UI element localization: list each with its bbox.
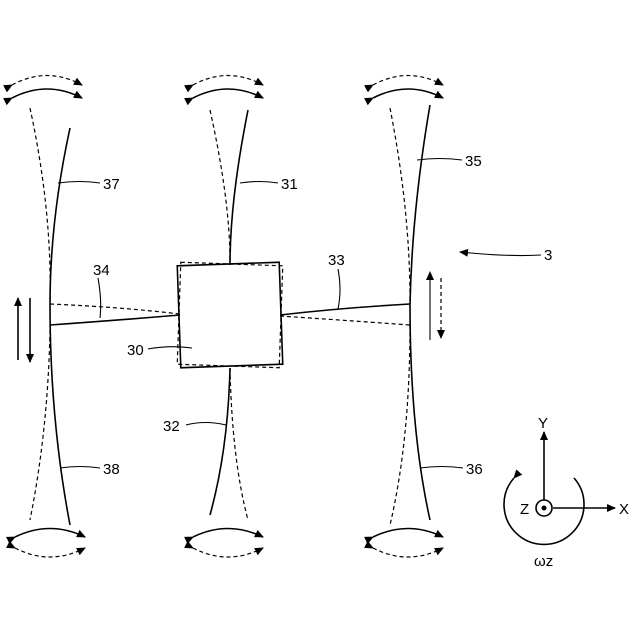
label-30: 30: [127, 342, 144, 359]
beam-upper-center-solid: [230, 110, 248, 265]
label-35: 35: [465, 153, 482, 170]
leader-38: [60, 467, 100, 469]
coordinate-axes: Y X Z ωz: [504, 415, 629, 570]
spring-upper-left-solid: [50, 128, 70, 305]
beam-left-solid: [50, 315, 180, 325]
mass-dashed: [177, 262, 282, 367]
leader-3: [460, 252, 541, 256]
beam-left-dashed: [50, 304, 180, 314]
label-31: 31: [281, 176, 298, 193]
label-3: 3: [544, 247, 552, 264]
arrow-bottom-left-dashed: [15, 548, 85, 557]
arrow-bottom-center-dashed: [193, 548, 263, 557]
arrow-bottom-center-solid: [193, 529, 263, 538]
spring-lower-left-solid: [50, 305, 70, 525]
arrow-top-left-dashed: [12, 76, 82, 86]
mass-solid: [177, 262, 282, 367]
vertical-arrows: [18, 272, 441, 362]
spring-upper-left-dashed: [30, 108, 50, 300]
central-mass: [177, 262, 282, 367]
spring-lower-left-dashed: [30, 330, 50, 520]
beam-lower-center-dashed: [230, 368, 248, 520]
reference-numerals: 37 31 35 3 34 33 30 32 38 36: [93, 153, 552, 478]
label-33: 33: [328, 252, 345, 269]
leader-34: [98, 278, 101, 318]
rotation-label: ωz: [534, 553, 553, 570]
arrow-top-right-solid: [373, 89, 443, 98]
axis-x-label: X: [619, 501, 629, 518]
leader-37: [58, 182, 100, 184]
arrow-bottom-right-dashed: [373, 548, 443, 557]
right-spring: [390, 105, 430, 525]
arrow-bottom-left-solid: [15, 529, 85, 538]
spring-upper-right-dashed: [390, 108, 410, 300]
spring-lower-right-dashed: [390, 325, 410, 525]
arrow-top-right-dashed: [373, 76, 443, 86]
horizontal-beams: [50, 304, 410, 325]
axis-z-label: Z: [520, 501, 529, 518]
arrow-top-center-dashed: [193, 76, 263, 86]
arrow-bottom-right-solid: [373, 529, 443, 538]
leader-36: [420, 467, 463, 469]
label-37: 37: [103, 176, 120, 193]
beam-upper-center-dashed: [210, 110, 230, 262]
center-spring: [210, 110, 248, 520]
left-spring: [30, 108, 70, 525]
beam-right-dashed: [280, 316, 410, 325]
arrow-top-center-solid: [193, 89, 263, 98]
axis-y-label: Y: [538, 415, 548, 432]
label-34: 34: [93, 262, 110, 279]
motion-arrows: [12, 76, 443, 558]
leader-35: [417, 159, 462, 161]
leader-31: [240, 182, 278, 184]
label-36: 36: [466, 461, 483, 478]
label-32: 32: [163, 418, 180, 435]
leader-30: [148, 347, 192, 349]
spring-upper-right-solid: [410, 105, 430, 305]
beam-right-solid: [280, 304, 410, 315]
arrow-top-left-solid: [12, 89, 82, 98]
leader-33: [338, 269, 340, 309]
spring-lower-right-solid: [410, 305, 430, 520]
z-axis-dot: [542, 506, 547, 511]
label-38: 38: [103, 461, 120, 478]
leader-32: [186, 423, 226, 426]
beam-lower-center-solid: [210, 368, 230, 515]
